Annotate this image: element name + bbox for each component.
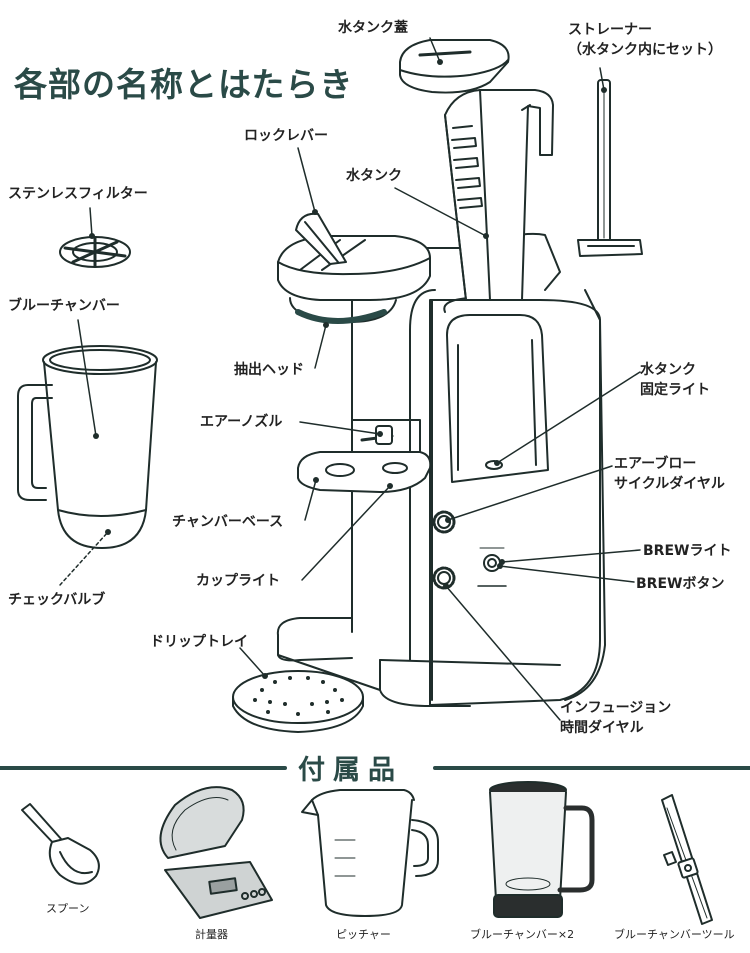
label-tank-light-line1: 水タンク xyxy=(640,362,696,378)
water-tank-lid xyxy=(399,39,510,94)
accessory-pitcher xyxy=(301,789,439,917)
label-air-blow-line2: サイクルダイヤル xyxy=(614,476,725,492)
label-air-blow-line1: エアーブロー xyxy=(614,456,697,472)
label-cup-light: カップライト xyxy=(196,573,280,589)
accessory-scale xyxy=(159,786,273,919)
extraction-head xyxy=(277,212,431,324)
chamber-base xyxy=(297,419,432,493)
accessory-label-tool: ブルーチャンバーツール xyxy=(614,928,735,941)
label-tank-light-line2: 固定ライト xyxy=(640,382,710,398)
controls xyxy=(432,510,507,590)
label-brew-chamber: ブルーチャンバー xyxy=(8,298,120,314)
brew-chamber xyxy=(17,345,158,549)
label-brew-light: BREWライト xyxy=(643,543,732,559)
label-strainer-line1: ストレーナー xyxy=(568,22,652,38)
accessory-chamber xyxy=(489,781,595,918)
accessory-label-chamber: ブルーチャンバー×2 xyxy=(470,928,575,941)
drip-tray xyxy=(232,670,364,733)
label-water-tank-lid: 水タンク蓋 xyxy=(338,20,408,36)
label-chamber-base: チャンバーベース xyxy=(172,514,284,530)
label-infusion-line1: インフュージョン xyxy=(560,700,672,716)
machine-body xyxy=(276,232,606,707)
leader-lines xyxy=(59,37,641,721)
accessory-label-pitcher: ピッチャー xyxy=(336,928,391,941)
accessory-label-scale: 計量器 xyxy=(195,928,228,941)
accessory-tool xyxy=(661,794,713,925)
accessory-label-spoon: スプーン xyxy=(46,902,90,915)
accessories-heading: 付属品 xyxy=(290,748,411,787)
label-drip-tray: ドリップトレイ xyxy=(150,634,248,650)
label-brew-button: BREWボタン xyxy=(636,576,725,592)
accessory-spoon xyxy=(21,803,100,885)
label-lock-lever: ロックレバー xyxy=(244,128,328,144)
label-water-tank: 水タンク xyxy=(346,168,402,184)
label-stainless-filter: ステンレスフィルター xyxy=(8,186,148,202)
stainless-filter xyxy=(59,236,131,268)
water-tank xyxy=(444,89,554,301)
label-check-valve: チェックバルブ xyxy=(8,592,106,608)
label-infusion-line2: 時間ダイヤル xyxy=(560,720,644,736)
strainer xyxy=(577,79,643,257)
page-title: 各部の名称とはたらき xyxy=(14,65,354,104)
label-strainer-line2: （水タンク内にセット） xyxy=(568,42,722,58)
leader-dots xyxy=(89,59,607,679)
label-extraction-head: 抽出ヘッド xyxy=(234,362,304,378)
label-air-nozzle: エアーノズル xyxy=(200,414,283,430)
